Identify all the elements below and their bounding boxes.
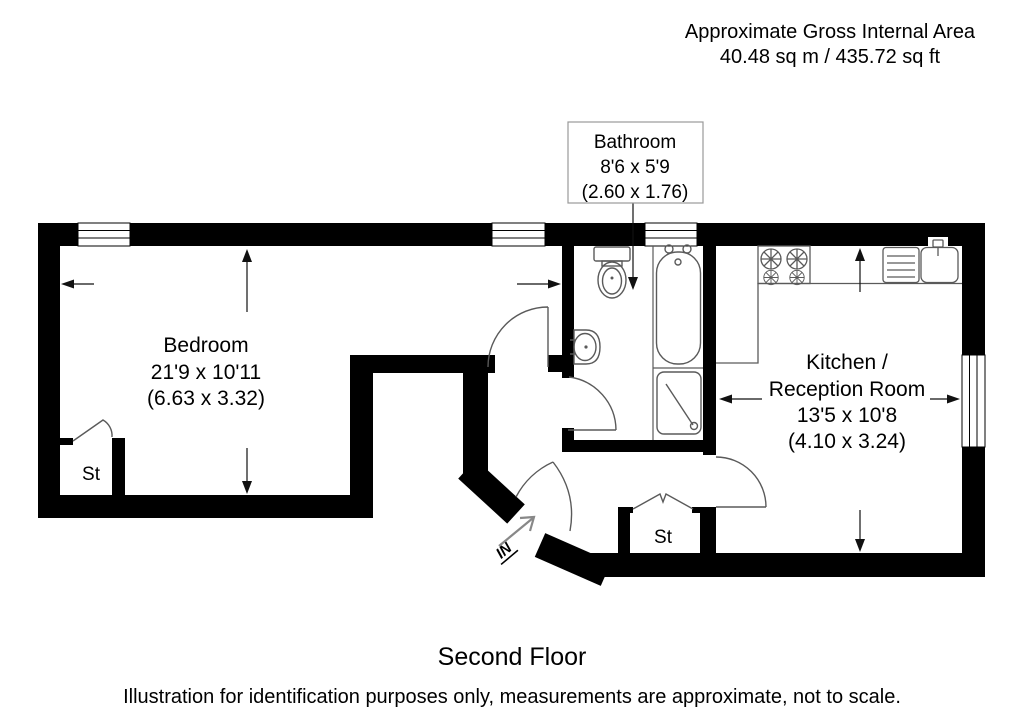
wall-hall-left-bar (350, 355, 373, 500)
bedroom-length-arrow-right (517, 279, 561, 289)
dimension-arrows (61, 203, 960, 552)
bedroom-width-arrow-down (242, 448, 252, 494)
kitchen-width-arrow-right (930, 394, 960, 404)
wall-kitchen-divider (703, 246, 716, 455)
kitchen-label: Kitchen / Reception Room 13'5 x 10'8 (4.… (769, 351, 925, 453)
kitchen-sink (920, 237, 959, 284)
toilet (593, 246, 631, 299)
header-area-value: 40.48 sq m / 435.72 sq ft (720, 46, 941, 68)
bedroom-size-metric: (6.63 x 3.32) (147, 387, 265, 410)
wall-left (38, 223, 60, 518)
wall-bathroom-bottom (562, 440, 716, 452)
window-hall (491, 222, 546, 247)
footer: Second Floor Illustration for identifica… (123, 643, 901, 708)
entrance-door (515, 461, 573, 532)
wall-hall-top-bar (350, 355, 495, 373)
kitchen-door (715, 456, 767, 508)
kitchen-size-metric: (4.10 x 3.24) (788, 430, 906, 453)
entrance-arrow: IN (493, 515, 536, 566)
hob (757, 245, 811, 286)
wall-closet1-stub-left (60, 438, 73, 445)
storage-bedroom-label: St (82, 464, 101, 485)
doors (72, 306, 767, 532)
bathroom-leader-arrow (628, 203, 638, 290)
wall-closet1-right (112, 438, 125, 495)
kitchen-name-line2: Reception Room (769, 378, 925, 401)
bedroom-door (487, 306, 549, 368)
drainer (882, 246, 920, 284)
bedroom-size-imperial: 21'9 x 10'11 (151, 361, 261, 384)
bedroom-name: Bedroom (163, 334, 248, 357)
wall-closet2-stub-left (618, 507, 633, 513)
wall-bathroom-left (562, 246, 574, 378)
header: Approximate Gross Internal Area 40.48 sq… (685, 21, 976, 68)
window-bedroom-left (77, 222, 131, 247)
bedroom-width-arrow-up (242, 249, 252, 312)
kitchen-name-line1: Kitchen / (806, 351, 888, 374)
bedroom-label: Bedroom 21'9 x 10'11 (6.63 x 3.32) (147, 334, 265, 410)
wall-closet2-stub-right (692, 507, 716, 513)
entrance-arrow-shaft (498, 517, 534, 547)
bathroom-size-imperial: 8'6 x 5'9 (600, 157, 670, 178)
wall-entrance-diagonal-lower (534, 533, 612, 586)
window-bathroom (644, 222, 698, 247)
shower-tray (656, 371, 702, 435)
bathtub (652, 244, 703, 440)
bathroom-name: Bathroom (594, 132, 676, 153)
storage-kitchen-label: St (654, 527, 673, 548)
disclaimer: Illustration for identification purposes… (123, 686, 901, 708)
entrance-in-label: IN (493, 539, 516, 562)
header-title: Approximate Gross Internal Area (685, 21, 976, 43)
windows (77, 222, 986, 448)
bathroom-door (568, 376, 617, 431)
entrance-arrow-head (519, 515, 536, 532)
wall-closet2-left (618, 507, 630, 553)
kitchen-fixtures (716, 237, 962, 364)
entrance-in-underline (500, 549, 519, 566)
wall-bedroom-door-lintel (548, 355, 574, 372)
window-kitchen-right (961, 354, 986, 448)
wall-bedroom-bottom (38, 495, 373, 518)
bathroom-size-metric: (2.60 x 1.76) (582, 182, 689, 203)
wall-closet2-right (700, 507, 716, 553)
closet1-door (72, 419, 113, 442)
floor-name: Second Floor (438, 643, 587, 671)
wall-bottom (590, 553, 985, 577)
kitchen-size-imperial: 13'5 x 10'8 (797, 404, 897, 427)
kitchen-width-arrow-left (719, 394, 762, 404)
kitchen-height-arrow-up (855, 248, 865, 292)
kitchen-height-arrow-down (855, 510, 865, 552)
bathroom-label-box: Bathroom 8'6 x 5'9 (2.60 x 1.76) (567, 121, 704, 204)
wall-entrance-diagonal-upper (458, 459, 525, 524)
basin (570, 329, 601, 365)
closet2-bifold-door (632, 492, 694, 510)
bedroom-length-arrow-left (61, 279, 94, 289)
bathroom-fixtures (570, 244, 703, 440)
